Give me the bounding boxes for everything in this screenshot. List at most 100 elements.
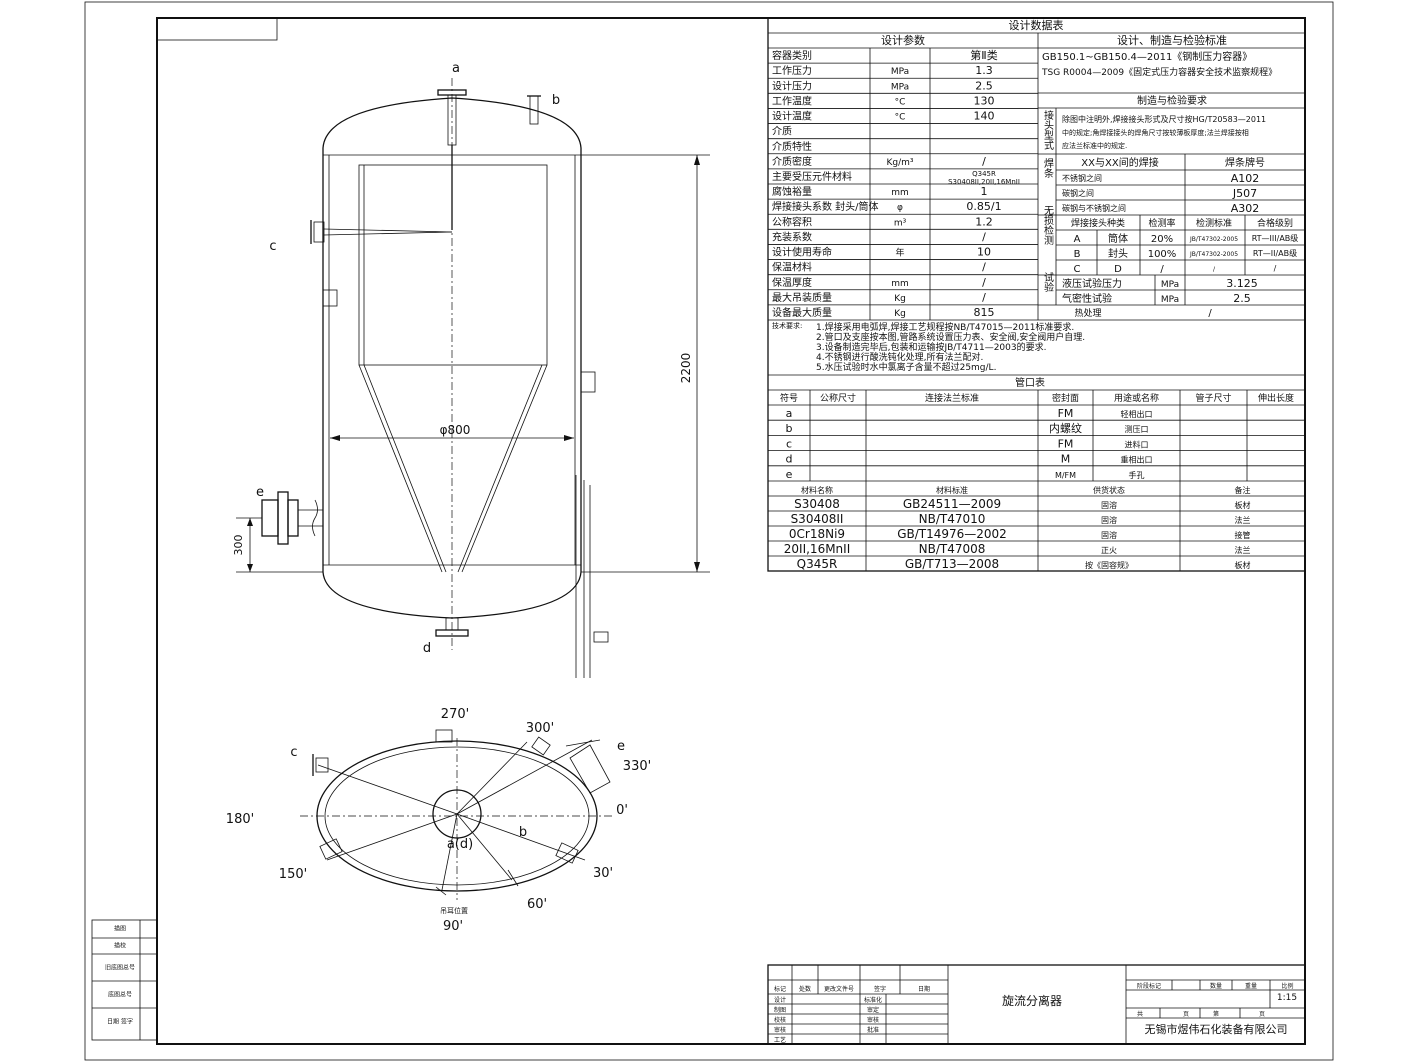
test-name: 液压试验压力 <box>1062 277 1122 290</box>
test-name: 气密性试验 <box>1062 292 1112 305</box>
angle-270: 270' <box>441 707 469 722</box>
std-header: 设计、制造与检验标准 <box>1117 33 1227 47</box>
param-name: 工作压力 <box>772 64 812 77</box>
material-cell: Q345R <box>797 557 838 571</box>
weld-rod: J507 <box>1232 187 1257 200</box>
tech-req-line: 4.不锈钢进行酸洗钝化处理,所有法兰配对. <box>816 351 983 363</box>
material-cell: 按《固容规》 <box>1085 560 1133 570</box>
weld-rod: A102 <box>1231 172 1260 185</box>
joint-text-3: 应法兰标准中的规定. <box>1062 141 1127 150</box>
nozzle-cell: M <box>1061 453 1071 466</box>
angle-180: 180' <box>226 812 254 827</box>
ndt-head: 检测标准 <box>1196 217 1232 229</box>
joint-text-2: 中的规定;角焊接接头的焊角尺寸按较薄板厚度;法兰焊接按相 <box>1062 128 1249 137</box>
param-value: 815 <box>974 306 995 319</box>
param-name: 介质特性 <box>772 140 812 153</box>
ndt-grade: RT—II/AB级 <box>1253 248 1297 258</box>
role-label: 校核 <box>774 1016 786 1024</box>
weld-label: 焊条 <box>1042 158 1054 178</box>
drawing-name: 旋流分离器 <box>1002 993 1062 1008</box>
dim-diameter: φ800 <box>440 423 471 437</box>
stage-header: 阶段标记 <box>1137 982 1161 990</box>
sheet-label: 第 <box>1213 1010 1219 1018</box>
material-cell: GB/T14976—2002 <box>897 527 1007 541</box>
test-unit: MPa <box>1161 295 1179 305</box>
left-binding-strip: 描图 描校 旧底图总号 底图总号 日期 签字 <box>91 919 158 1041</box>
sheet-label: 共 <box>1137 1010 1143 1018</box>
material-cell: 0Cr18Ni9 <box>789 527 845 541</box>
rev-header: 日期 <box>918 985 930 993</box>
stage-header: 重量 <box>1245 982 1257 990</box>
stage-header: 比例 <box>1281 982 1293 990</box>
param-unit: m³ <box>894 218 907 228</box>
param-name: 腐蚀裕量 <box>772 185 812 198</box>
material-cell: GB24511—2009 <box>903 497 1001 511</box>
param-name: 公称容积 <box>772 215 812 228</box>
param-unit: 年 <box>895 247 904 259</box>
label-nozzle-c: c <box>269 239 276 254</box>
rev-header: 签字 <box>874 985 886 993</box>
angle-0: 0' <box>616 803 628 818</box>
revision-grid: 标记处数更改文件号签字日期设计标准化制图审定校核审核审核批准工艺 <box>768 965 948 1044</box>
param-unit: mm <box>891 279 909 289</box>
nozzle-header: 管子尺寸 <box>1195 392 1231 404</box>
nozzle-cell: FM <box>1058 407 1074 420</box>
material-cell: 固溶 <box>1101 515 1117 525</box>
std-line-1: GB150.1~GB150.4—2011《钢制压力容器》 <box>1042 50 1252 63</box>
param-value: 1.2 <box>975 215 993 228</box>
param-name: 保温厚度 <box>772 276 812 289</box>
param-name: 容器类别 <box>772 49 812 62</box>
sheet-label: 页 <box>1259 1011 1265 1018</box>
lug-position-label: 吊耳位置 <box>440 906 468 915</box>
param-name: 介质密度 <box>772 155 812 168</box>
nozzle-cell: d <box>786 453 793 466</box>
param-value: 2.5 <box>975 79 993 92</box>
design-table-title: 设计数据表 <box>1009 18 1064 32</box>
role-label: 批准 <box>867 1026 879 1034</box>
stage-grid: 阶段标记数量重量比例共页第页 <box>1126 979 1305 1019</box>
material-cell: 法兰 <box>1235 515 1251 525</box>
material-cell: GB/T713—2008 <box>905 557 999 571</box>
material-cell: S30408II <box>791 512 844 526</box>
plan-view: 270' 300' 330' 0' 30' 60' 90' 150' 180' … <box>226 707 651 934</box>
param-unit: MPa <box>891 82 909 92</box>
param-unit: Kg/m³ <box>886 158 913 168</box>
rev-header: 标记 <box>774 985 786 993</box>
role-label: 审核 <box>867 1016 879 1024</box>
param-name: 设计压力 <box>772 79 812 92</box>
material-cell: NB/T47008 <box>919 542 986 556</box>
nozzle-header: 符号 <box>780 392 798 404</box>
param-name: 设计使用寿命 <box>772 246 832 259</box>
param-unit: °C <box>895 97 906 107</box>
role-label: 设计 <box>774 996 786 1004</box>
role-label: 审定 <box>867 1006 879 1014</box>
param-value: 0.85/1 <box>966 200 1001 213</box>
param-unit: °C <box>895 113 906 123</box>
ndt-grade: RT—III/AB级 <box>1252 233 1299 243</box>
label-nozzle-a: a <box>452 61 460 76</box>
param-unit: mm <box>891 188 909 198</box>
joint-label: 接头型式 <box>1042 109 1054 150</box>
param-header: 设计参数 <box>881 33 925 47</box>
ndt-label: 无损检测 <box>1042 205 1054 246</box>
nozzle-cell: c <box>786 437 792 450</box>
nozzle-cell: 轻相出口 <box>1121 409 1153 419</box>
param-unit: Kg <box>894 294 906 304</box>
std-line-2: TSG R0004—2009《固定式压力容器安全技术监察规程》 <box>1041 66 1277 78</box>
weld-head-1: XX与XX间的焊接 <box>1081 156 1158 169</box>
nozzle-cell: 重相出口 <box>1121 455 1153 465</box>
role-label: 标准化 <box>864 996 882 1004</box>
rev-header: 更改文件号 <box>824 985 854 993</box>
angle-150: 150' <box>279 867 307 882</box>
nozzle-cell: a <box>786 407 793 420</box>
angle-90: 90' <box>443 919 463 934</box>
role-label: 工艺 <box>774 1036 786 1044</box>
tech-label: 技术要求: <box>772 321 802 330</box>
test-value: 3.125 <box>1226 277 1258 290</box>
ndt-head: 检测率 <box>1148 217 1175 229</box>
material-header: 材料名称 <box>801 485 833 495</box>
